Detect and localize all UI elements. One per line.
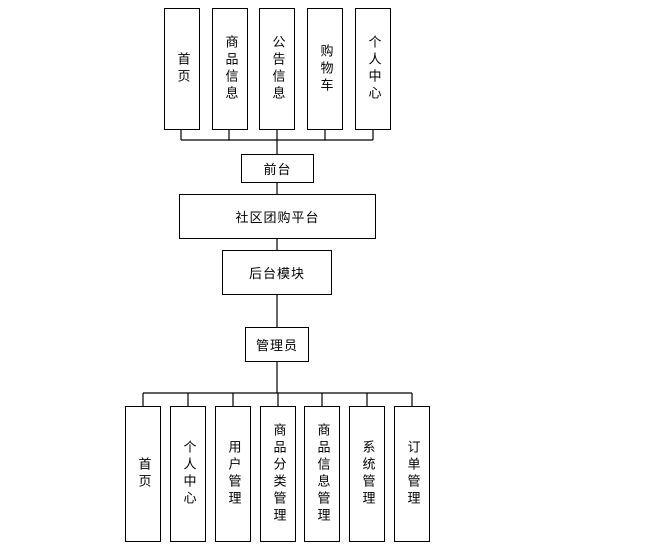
admin-module-box: 商品分类管理	[260, 406, 296, 542]
admin-module-box: 系统管理	[349, 406, 385, 542]
module-label: 商品信息管理	[314, 423, 330, 525]
module-label: 订单管理	[404, 440, 420, 508]
admin-label: 管理员	[255, 339, 298, 354]
module-label: 首页	[135, 457, 151, 491]
top-module-box: 首页	[164, 8, 200, 130]
admin-module-box: 首页	[125, 406, 161, 542]
module-label: 公告信息	[269, 35, 285, 103]
admin-module-box: 个人中心	[170, 406, 206, 542]
admin-module-box: 用户管理	[215, 406, 251, 542]
frontend-label: 前台	[263, 163, 292, 178]
admin-box: 管理员	[245, 327, 309, 362]
module-label: 首页	[174, 52, 190, 86]
module-label: 个人中心	[365, 35, 381, 103]
top-module-box: 个人中心	[355, 8, 391, 130]
module-label: 用户管理	[225, 440, 241, 508]
module-label: 商品信息	[222, 35, 238, 103]
module-label: 系统管理	[359, 440, 375, 508]
module-label: 个人中心	[180, 440, 196, 508]
admin-module-box: 商品信息管理	[304, 406, 340, 542]
frontend-box: 前台	[241, 154, 314, 183]
backend-box: 后台模块	[222, 250, 332, 295]
module-label: 商品分类管理	[270, 423, 286, 525]
top-module-box: 购物车	[307, 8, 343, 130]
backend-label: 后台模块	[248, 267, 305, 282]
platform-box: 社区团购平台	[179, 194, 376, 239]
top-module-box: 商品信息	[212, 8, 248, 130]
admin-module-box: 订单管理	[394, 406, 430, 542]
top-module-box: 公告信息	[259, 8, 295, 130]
module-label: 购物车	[317, 43, 333, 95]
platform-label: 社区团购平台	[235, 211, 320, 226]
